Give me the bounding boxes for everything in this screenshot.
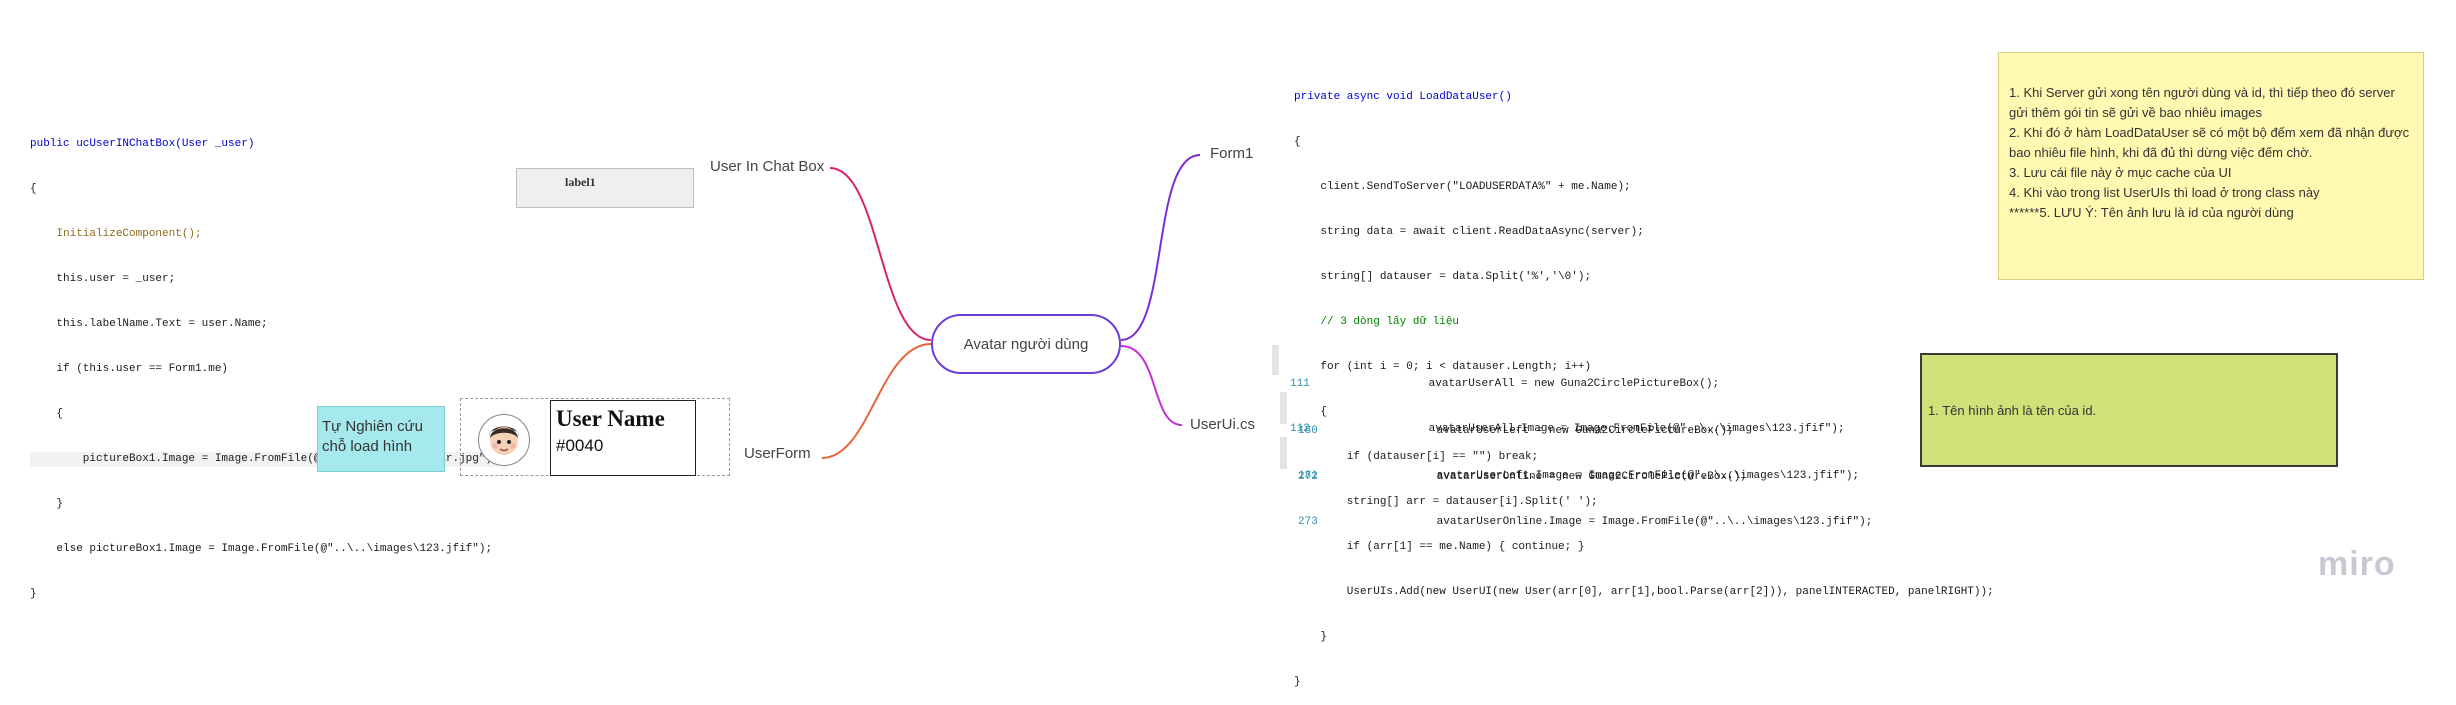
code-line: } <box>1294 631 1328 643</box>
useruics-code-block-1: 111 avatarUserAll = new Guna2CirclePictu… <box>1290 347 1845 452</box>
note-line: 1. Khi Server gửi xong tên người dùng và… <box>2009 85 2395 120</box>
code-gutter <box>1280 392 1287 424</box>
code-line: InitializeComponent(); <box>30 228 202 240</box>
useruics-code-block-2: 180 avatarUserLeft = new Guna2CirclePict… <box>1298 394 1859 499</box>
user-avatar-icon <box>478 414 530 466</box>
miro-logo: miro <box>2318 545 2396 583</box>
line-number: 112 <box>1290 423 1310 435</box>
code-line: { <box>30 183 37 195</box>
code-gutter <box>1272 345 1279 375</box>
form1-sticky-note[interactable]: 1. Khi Server gửi xong tên người dùng và… <box>1998 52 2424 280</box>
code-line: if (datauser[i] == "") break; <box>1294 451 1539 463</box>
label1-text: label1 <box>565 175 596 189</box>
code-line: avatarUserAll = new Guna2CirclePictureBo… <box>1428 378 1720 390</box>
code-line: { <box>1294 406 1328 418</box>
form1-code-snippet: private async void LoadDataUser() { clie… <box>1294 60 1994 705</box>
useruics-sticky-note[interactable]: 1. Tên hình ảnh là tên của id. <box>1920 353 2338 467</box>
code-line: avatarUserOnline.Image = Image.FromFile(… <box>1436 516 1873 528</box>
code-line: for (int i = 0; i < datauser.Length; i++… <box>1294 361 1592 373</box>
branch-userform[interactable]: UserForm <box>744 445 811 462</box>
line-number: 273 <box>1298 516 1318 528</box>
mindmap-connectors <box>821 154 1201 459</box>
label1-designer-box: label1 <box>516 168 694 208</box>
connector-form1 <box>1120 154 1201 341</box>
note-line: 4. Khi vào trong list UserUIs thì load ở… <box>2009 185 2320 200</box>
line-number: 272 <box>1298 471 1318 483</box>
branch-user-in-chat-box[interactable]: User In Chat Box <box>710 158 825 175</box>
code-line: if (this.user == Form1.me) <box>30 363 229 375</box>
line-number: 180 <box>1298 425 1318 437</box>
central-node[interactable]: Avatar người dùng <box>931 314 1121 374</box>
branch-userui-cs[interactable]: UserUi.cs <box>1190 416 1256 433</box>
code-gutter <box>1280 437 1287 469</box>
user-tag-label: #0040 <box>556 436 604 455</box>
code-line: // 3 dòng lấy dữ liệu <box>1294 316 1460 328</box>
line-number: 111 <box>1290 378 1310 390</box>
code-line: public ucUserINChatBox(User _user) <box>30 138 255 150</box>
useruics-code-block-3: 272 avatarUserOnline = new Guna2CirclePi… <box>1298 440 1872 545</box>
note-line: ******5. LƯU Ý: Tên ảnh lưu là id của ng… <box>2009 205 2294 220</box>
code-line: } <box>30 498 64 510</box>
userform-note-text: Tự Nghiên cứu chỗ load hình <box>322 418 423 455</box>
connector-userform <box>821 343 932 459</box>
chatbox-code-snippet: public ucUserINChatBox(User _user) { Ini… <box>30 107 499 617</box>
code-line: { <box>1294 136 1301 148</box>
code-line: UserUIs.Add(new UserUI(new User(arr[0], … <box>1294 586 1994 598</box>
code-line: private async void LoadDataUser() <box>1294 91 1512 103</box>
code-line: } <box>1294 676 1301 688</box>
note-line: 2. Khi đó ở hàm LoadDataUser sẽ có một b… <box>2009 125 2410 160</box>
code-line: avatarUserLeft = new Guna2CirclePictureB… <box>1436 425 1734 437</box>
code-line: string[] arr = datauser[i].Split(' '); <box>1294 496 1598 508</box>
user-name-panel <box>550 400 696 476</box>
code-line: string data = await client.ReadDataAsync… <box>1294 226 1644 238</box>
code-line: avatarUserOnline = new Guna2CirclePictur… <box>1436 471 1747 483</box>
central-node-label: Avatar người dùng <box>963 335 1089 353</box>
code-line: avatarUserLeft.Image = Image.FromFile(@"… <box>1436 470 1860 482</box>
code-line: client.SendToServer("LOADUSERDATA%" + me… <box>1294 181 1631 193</box>
code-line: string[] datauser = data.Split('%','\0')… <box>1294 271 1592 283</box>
code-line: else pictureBox1.Image = Image.FromFile(… <box>30 543 493 555</box>
code-line: this.labelName.Text = user.Name; <box>30 318 268 330</box>
connector-chatbox <box>829 167 932 341</box>
user-name-label: User Name <box>556 406 665 431</box>
note-line: 3. Lưu cái file này ở mục cache của UI <box>2009 165 2232 180</box>
code-line: avatarUserAll.Image = Image.FromFile(@".… <box>1428 423 1845 435</box>
line-number: 181 <box>1298 470 1318 482</box>
code-line: { <box>30 408 64 420</box>
code-line: this.user = _user; <box>30 273 176 285</box>
connector-useruics <box>1120 345 1183 426</box>
userform-sticky-note[interactable]: Tự Nghiên cứu chỗ load hình <box>317 406 445 472</box>
branch-form1[interactable]: Form1 <box>1210 145 1254 162</box>
code-line: if (arr[1] == me.Name) { continue; } <box>1294 541 1585 553</box>
useruics-note-text: 1. Tên hình ảnh là tên của id. <box>1928 403 2097 418</box>
code-line: } <box>30 588 37 600</box>
